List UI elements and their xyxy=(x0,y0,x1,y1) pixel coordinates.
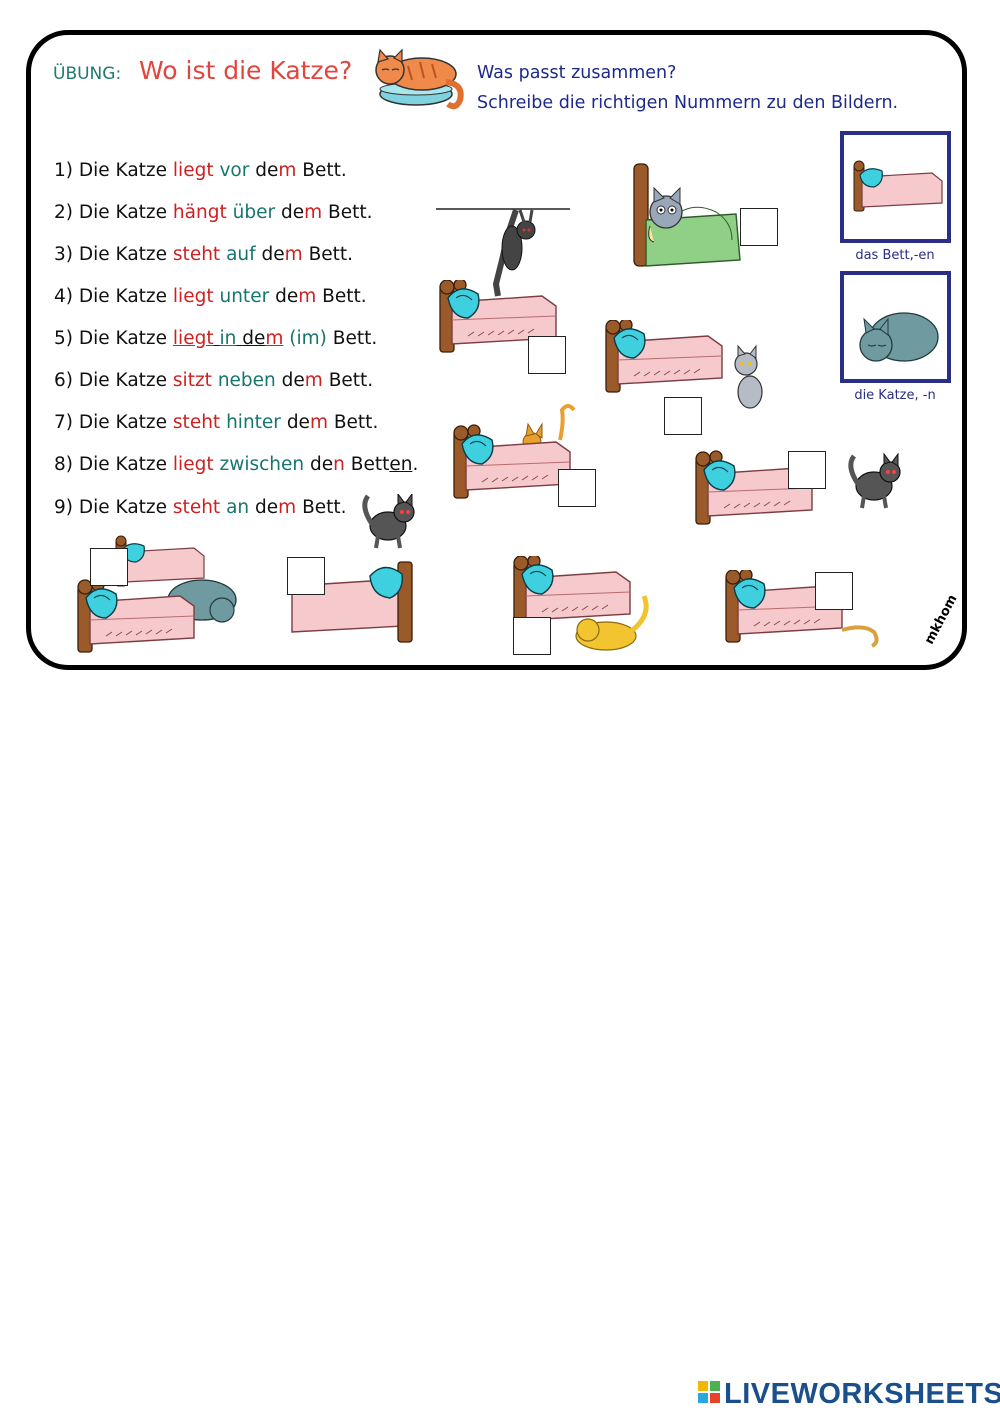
sentence-3: 3) Die Katze steht auf dem Bett. xyxy=(54,244,354,265)
answer-box-cat-between-beds[interactable] xyxy=(90,548,128,586)
sentence-1: 1) Die Katze liegt vor dem Bett. xyxy=(54,160,347,181)
vocab-bed-picture xyxy=(840,131,951,243)
vocab-cat-picture xyxy=(840,271,951,383)
answer-box-cat-on-bed[interactable] xyxy=(287,557,325,595)
cat-in-bed-picture xyxy=(633,163,741,267)
sentence-2: 2) Die Katze hängt über dem Bett. xyxy=(54,202,373,223)
sentence-4: 4) Die Katze liegt unter dem Bett. xyxy=(54,286,367,307)
liveworksheets-logo-icon xyxy=(698,1381,720,1403)
instruction-line-2: Schreibe die richtigen Nummern zu den Bi… xyxy=(477,93,899,113)
bed-vocab-illustration xyxy=(853,160,943,212)
answer-box-cat-next-to-bed[interactable] xyxy=(664,397,702,435)
cat-on-bed-picture xyxy=(291,494,426,643)
answer-box-cat-in-bed[interactable] xyxy=(740,208,778,246)
answer-box-cat-at-bed[interactable] xyxy=(788,451,826,489)
answer-box-cat-under-bed[interactable] xyxy=(528,336,566,374)
cat-tail-under-bed-picture xyxy=(725,570,879,648)
exercise-label: ÜBUNG: xyxy=(53,64,122,84)
vocab-cat-caption: die Katze, -n xyxy=(854,388,936,403)
answer-box-cat-in-front-of-bed[interactable] xyxy=(513,617,551,655)
sentence-7: 7) Die Katze steht hinter dem Bett. xyxy=(54,412,379,433)
sentence-8: 8) Die Katze liegt zwischen den Betten. xyxy=(54,454,419,475)
cat-between-beds-picture xyxy=(77,535,237,653)
sentence-5: 5) Die Katze liegt in dem (im) Bett. xyxy=(54,328,378,349)
cat-in-front-of-bed-picture xyxy=(513,556,649,651)
sentence-6: 6) Die Katze sitzt neben dem Bett. xyxy=(54,370,374,391)
instruction-line-1: Was passt zusammen? xyxy=(477,63,677,83)
cat-behind-bed-picture xyxy=(453,404,576,499)
cat-next-to-bed-picture xyxy=(605,320,763,409)
vocab-bed-caption: das Bett,-en xyxy=(855,248,935,263)
answer-box-cat-behind-bed[interactable] xyxy=(558,469,596,507)
answer-box-cat-under-bed-2[interactable] xyxy=(815,572,853,610)
cat-in-basket-illustration xyxy=(375,48,464,110)
sentence-9: 9) Die Katze steht an dem Bett. xyxy=(54,497,347,518)
exercise-title: Wo ist die Katze? xyxy=(139,56,353,85)
liveworksheets-brand: LIVEWORKSHEETS xyxy=(724,1378,1000,1410)
cat-hanging-over-bed-picture xyxy=(436,208,570,297)
cat-vocab-illustration xyxy=(859,312,939,362)
